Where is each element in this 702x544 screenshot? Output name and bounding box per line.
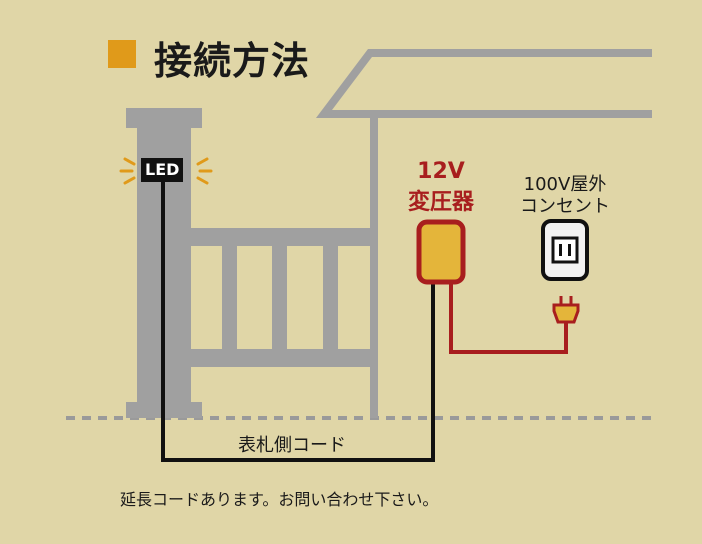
plug-icon xyxy=(552,296,580,324)
led-glow-icon xyxy=(119,157,213,185)
house-roof xyxy=(315,49,652,418)
transformer-name: 変圧器 xyxy=(407,190,474,215)
transformer-voltage: 12V xyxy=(417,159,465,184)
outlet-icon xyxy=(541,219,589,281)
outlet-label-line1: 100V屋外 xyxy=(523,174,607,195)
led-label: LED xyxy=(141,158,184,182)
page-title: 接続方法 xyxy=(154,39,311,83)
note-text: 延長コードあります。お問い合わせ下さい。 xyxy=(120,490,439,509)
fence xyxy=(191,228,374,367)
led-cord xyxy=(161,182,435,462)
outlet-label-line2: コンセント xyxy=(520,196,610,217)
power-cord xyxy=(449,282,568,354)
title-square-icon xyxy=(108,40,136,68)
transformer-icon xyxy=(416,219,466,285)
cord-label: 表札側コード xyxy=(238,435,346,456)
